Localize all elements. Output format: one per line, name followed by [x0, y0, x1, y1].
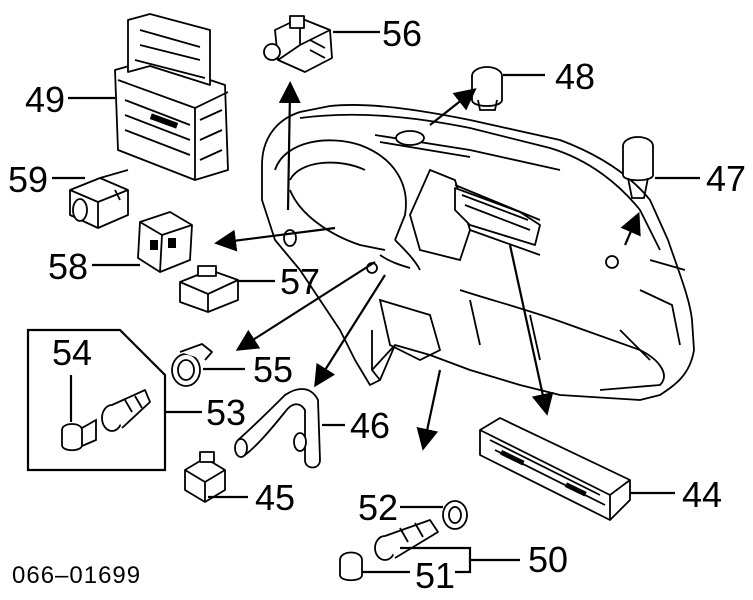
callout-53: 53 — [206, 392, 246, 433]
callout-51: 51 — [415, 555, 455, 596]
part-48-knob — [471, 66, 503, 111]
part-44-tray — [479, 417, 631, 521]
indicator-arrows — [214, 81, 641, 451]
callout-58: 58 — [48, 246, 88, 287]
callout-54: 54 — [52, 332, 92, 373]
part-52-cap — [442, 500, 468, 530]
part-49-control-unit — [114, 13, 229, 181]
callout-45: 45 — [255, 477, 295, 518]
part-47-grommet — [622, 136, 654, 199]
callout-44: 44 — [682, 474, 722, 515]
inset-53 — [26, 328, 202, 472]
callout-48: 48 — [555, 56, 595, 97]
callout-52: 52 — [358, 487, 398, 528]
part-46-hose — [234, 388, 321, 469]
callout-59: 59 — [8, 159, 48, 200]
callout-56: 56 — [382, 13, 422, 54]
callout-57: 57 — [280, 261, 320, 302]
callout-50: 50 — [528, 539, 568, 580]
leader-50 — [400, 546, 520, 574]
part-51-lighter — [339, 519, 439, 582]
reference-code: 066–01699 — [12, 562, 141, 589]
part-58-switch — [137, 211, 193, 273]
callout-49: 49 — [25, 79, 65, 120]
part-45-connector — [184, 451, 226, 503]
dashboard-assembly — [261, 104, 695, 401]
part-57-switch — [179, 265, 239, 313]
part-55-socket — [171, 343, 213, 387]
callout-46: 46 — [350, 405, 390, 446]
part-56-switch — [263, 15, 333, 73]
part-59-switch — [69, 169, 129, 229]
callout-47: 47 — [706, 158, 746, 199]
callout-55: 55 — [253, 349, 293, 390]
